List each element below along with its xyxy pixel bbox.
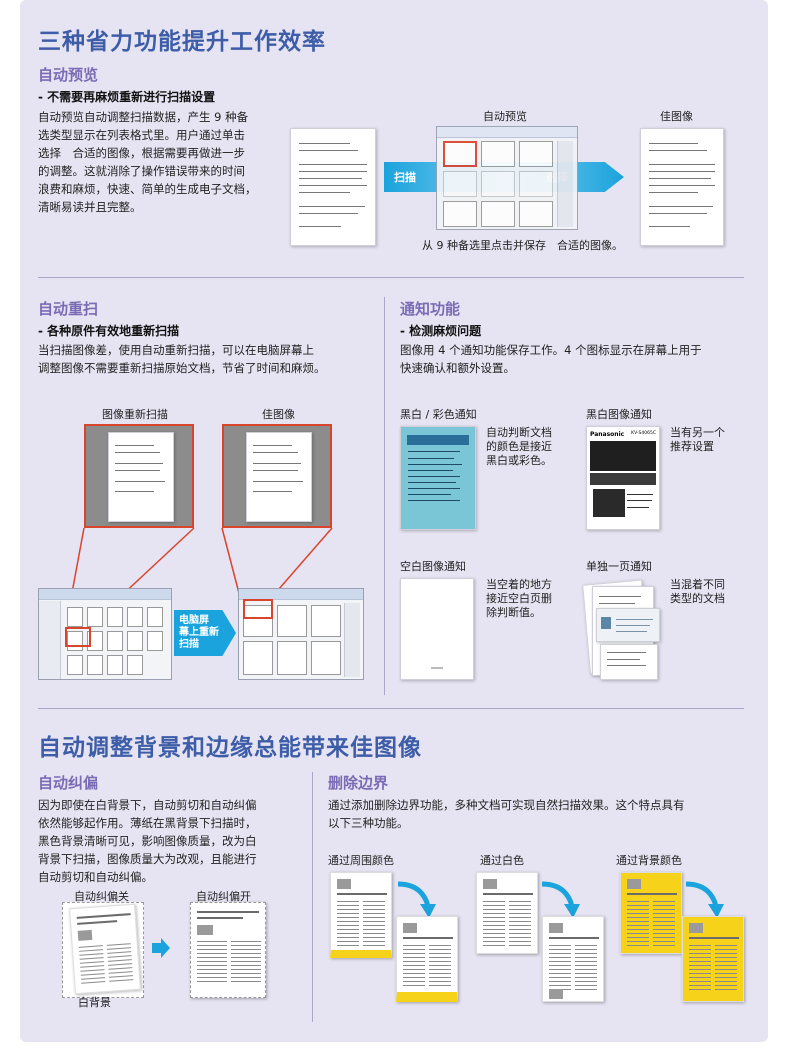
original-document bbox=[290, 128, 376, 246]
bgcolor-original-page bbox=[620, 872, 682, 954]
border-heading: 删除边界 bbox=[328, 774, 389, 792]
notify-heading: 通知功能 bbox=[400, 300, 461, 318]
rescan-zoom-right bbox=[222, 424, 332, 528]
best-image-document bbox=[640, 128, 724, 246]
notify-color-title: 黑白 / 彩色通知 bbox=[400, 408, 477, 421]
label-deskew-on: 自动纠偏开 bbox=[196, 890, 251, 903]
preview-window bbox=[436, 126, 578, 230]
auto-rescan-body: 当扫描图像差，使用自动重新扫描，可以在电脑屏幕上 调整图像不需要重新扫描原始文档… bbox=[38, 343, 326, 375]
surround-result-page bbox=[396, 916, 458, 1002]
white-result-page bbox=[542, 916, 604, 1002]
bw-document-icon: Panasonic KV-S4065C bbox=[586, 426, 660, 530]
notify-color-desc: 自动判断文档 的颜色是接近 黑白或彩色。 bbox=[486, 426, 552, 467]
notify-subheading: - 检测麻烦问题 bbox=[400, 324, 482, 338]
notify-blank-title: 空白图像通知 bbox=[400, 560, 466, 573]
rescan-screen-left bbox=[38, 588, 172, 680]
label-rescan-best: 佳图像 bbox=[262, 408, 295, 421]
section2-title: 自动调整背景和边缘总能带来佳图像 bbox=[38, 735, 422, 761]
deskew-body: 因为即使在白背景下，自动剪切和自动纠偏 依然能够起作用。薄纸在黑背景下扫描时， … bbox=[38, 798, 257, 884]
mixed-doc-check bbox=[596, 608, 660, 642]
label-auto-preview: 自动预览 bbox=[483, 110, 527, 123]
notify-single-desc: 当混着不同 类型的文档 bbox=[670, 578, 725, 605]
notify-bw-title: 黑白图像通知 bbox=[586, 408, 652, 421]
notify-single-title: 单独一页通知 bbox=[586, 560, 652, 573]
notify-blank-desc: 当空着的地方 接近空白页删 除判断值。 bbox=[486, 578, 552, 619]
rescan-screen-right bbox=[238, 588, 364, 680]
deskew-arrow-icon bbox=[152, 938, 170, 958]
label-best-image: 佳图像 bbox=[660, 110, 693, 123]
skewed-page bbox=[69, 903, 141, 995]
auto-preview-caption: 从 9 种备选里点击并保存 合适的图像。 bbox=[422, 239, 623, 252]
notify-body: 图像用 4 个通知功能保存工作。4 个图标显示在屏幕上用于 快速确认和额外设置。 bbox=[400, 343, 702, 375]
curve-arrow-1 bbox=[397, 881, 436, 918]
bgcolor-result-page bbox=[682, 916, 744, 1002]
label-deskew-off: 自动纠偏关 bbox=[74, 890, 129, 903]
surround-original-page bbox=[330, 872, 392, 958]
label-surrounding-color: 通过周围颜色 bbox=[328, 854, 394, 867]
label-rescan: 图像重新扫描 bbox=[102, 408, 168, 421]
rescan-arrow: 电脑屏 幕上重新 扫描 bbox=[174, 610, 236, 656]
rescan-zoom-left bbox=[84, 424, 194, 528]
auto-preview-body: 自动预览自动调整扫描数据，产生 9 种备 选类型显示在列表格式里。用户通过单击 … bbox=[38, 110, 257, 214]
divider-vertical-2 bbox=[312, 772, 313, 1022]
auto-preview-subheading: - 不需要再麻烦重新进行扫描设置 bbox=[38, 90, 216, 104]
curve-arrow-2 bbox=[541, 881, 580, 918]
deskewed-page bbox=[190, 902, 266, 998]
auto-preview-heading: 自动预览 bbox=[38, 66, 99, 84]
section1-title: 三种省力功能提升工作效率 bbox=[38, 29, 326, 55]
blank-document-icon bbox=[400, 578, 474, 680]
mixed-doc-front bbox=[600, 644, 658, 680]
deskew-heading: 自动纠偏 bbox=[38, 774, 99, 792]
label-white-bg: 白背景 bbox=[78, 996, 111, 1009]
white-original-page bbox=[476, 872, 538, 954]
divider-vertical bbox=[384, 297, 385, 695]
label-background-color: 通过背景颜色 bbox=[616, 854, 682, 867]
selected-thumb-highlight bbox=[443, 141, 477, 167]
border-body: 通过添加删除边界功能，多种文档可实现自然扫描效果。这个特点具有 以下三种功能。 bbox=[328, 798, 685, 830]
notify-bw-desc: 当有另一个 推荐设置 bbox=[670, 426, 725, 453]
auto-rescan-subheading: - 各种原件有效地重新扫描 bbox=[38, 324, 180, 338]
label-white: 通过白色 bbox=[480, 854, 524, 867]
divider-2 bbox=[38, 708, 744, 709]
auto-rescan-heading: 自动重扫 bbox=[38, 300, 99, 318]
divider bbox=[38, 277, 744, 278]
curve-arrow-3 bbox=[685, 881, 724, 918]
color-document-icon bbox=[400, 426, 476, 530]
